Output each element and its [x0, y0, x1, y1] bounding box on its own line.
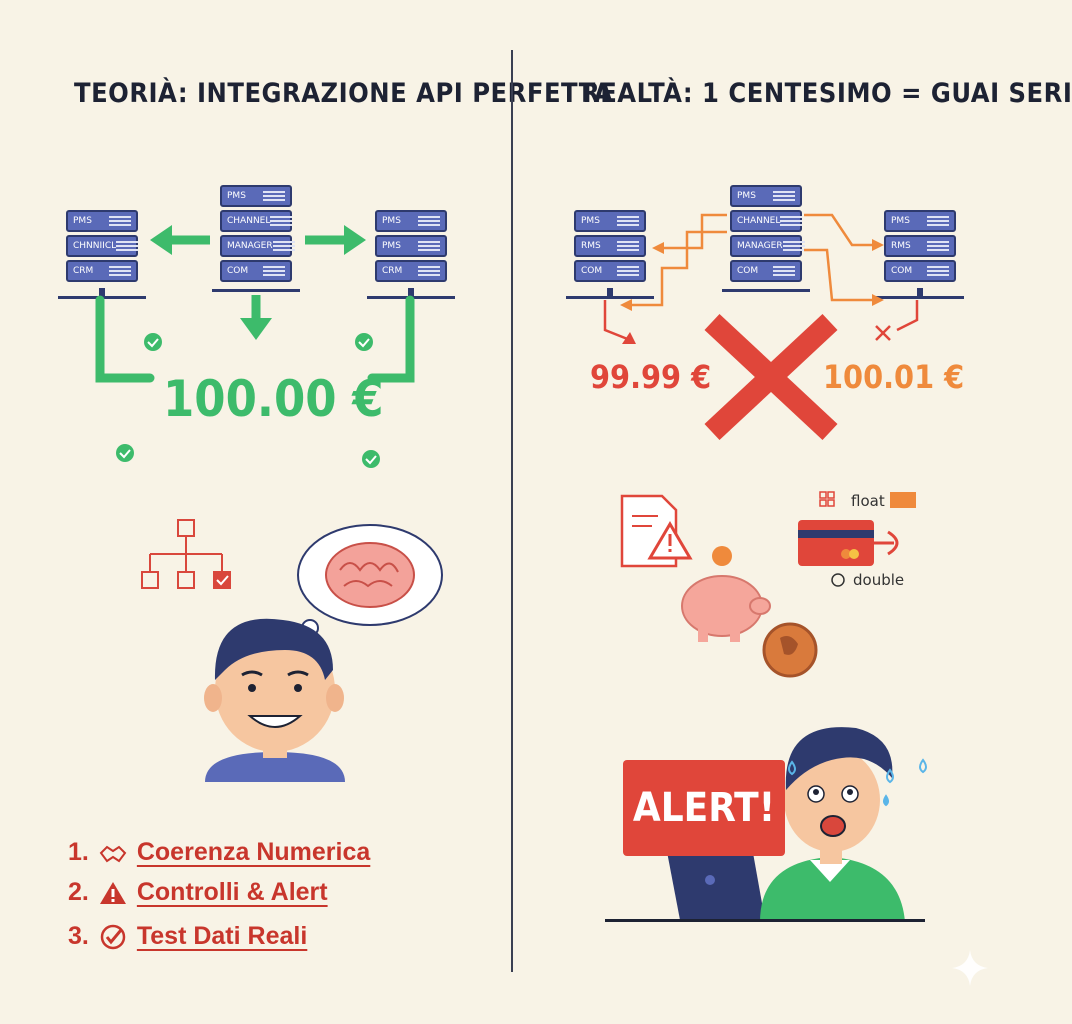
- right-server-channel-manager: PMS CHANNEL MANAGER COM: [722, 185, 810, 292]
- grid-icon: [819, 491, 835, 507]
- right-broken-flow: [603, 213, 919, 441]
- alert-text: ALERT!: [632, 785, 776, 831]
- double-type-label: double: [853, 571, 905, 589]
- warning-icon: [99, 881, 126, 904]
- list-label: Coerenza Numerica: [136, 838, 371, 866]
- center-divider: [511, 50, 513, 972]
- document-warning-icon: [620, 494, 693, 568]
- rounding-error-illustration: [620, 491, 916, 678]
- happy-developer-avatar: [204, 618, 345, 782]
- list-item-1: 1. Coerenza Numerica: [68, 838, 371, 866]
- float-type-label: float: [851, 492, 885, 510]
- small-card-icon: [890, 492, 916, 508]
- handshake-icon: [99, 845, 127, 862]
- list-label: Controlli & Alert: [136, 878, 328, 906]
- amount-99-99: 99.99 €: [590, 358, 712, 396]
- broken-coin-icon: [762, 622, 818, 678]
- stressed-developer-illustration: [605, 727, 927, 922]
- right-server-3: PMS RMS COM: [876, 210, 964, 299]
- left-total-amount: 100.00 €: [163, 370, 384, 428]
- theory-title: TEORIÀ: INTEGRAZIONE API PERFETTA: [74, 78, 614, 109]
- toggle-icon: [831, 573, 845, 587]
- left-server-channel-manager: PMS CHANNEL MANAGER COM: [212, 185, 300, 292]
- hierarchy-icon: [141, 519, 231, 589]
- laptop: [664, 836, 765, 920]
- right-server-1: PMS RMS COM: [566, 210, 654, 299]
- left-server-3: PMS PMS CRM: [367, 210, 455, 299]
- reality-title: REALTÀ: 1 CENTESIMO = GUAI SERI: [581, 78, 1072, 109]
- red-x-mark: [704, 313, 838, 441]
- list-label: Test Dati Reali: [136, 922, 308, 950]
- check-circle-icon: [100, 924, 126, 949]
- stressed-developer-avatar: [760, 727, 905, 922]
- piggy-bank-icon: [681, 546, 771, 642]
- left-flow-arrows: [95, 225, 415, 468]
- amount-100-01: 100.01 €: [823, 358, 965, 396]
- left-server-1: PMS CHNNIICL CRM: [58, 210, 146, 299]
- check-icon: [355, 333, 373, 351]
- alert-banner: ALERT!: [623, 760, 785, 856]
- check-icon: [362, 450, 380, 468]
- sweat-drops-icon: [788, 758, 927, 807]
- list-item-2: 2. Controlli & Alert: [68, 878, 328, 906]
- check-icon: [144, 333, 162, 351]
- credit-card-icon: [798, 520, 899, 566]
- thinking-developer-illustration: [141, 519, 443, 782]
- brain-icon: [325, 542, 415, 608]
- sparkle-icon: [952, 950, 988, 986]
- check-icon: [116, 444, 134, 462]
- error-burst-icon: [875, 325, 891, 341]
- list-item-3: 3. Test Dati Reali: [68, 922, 308, 950]
